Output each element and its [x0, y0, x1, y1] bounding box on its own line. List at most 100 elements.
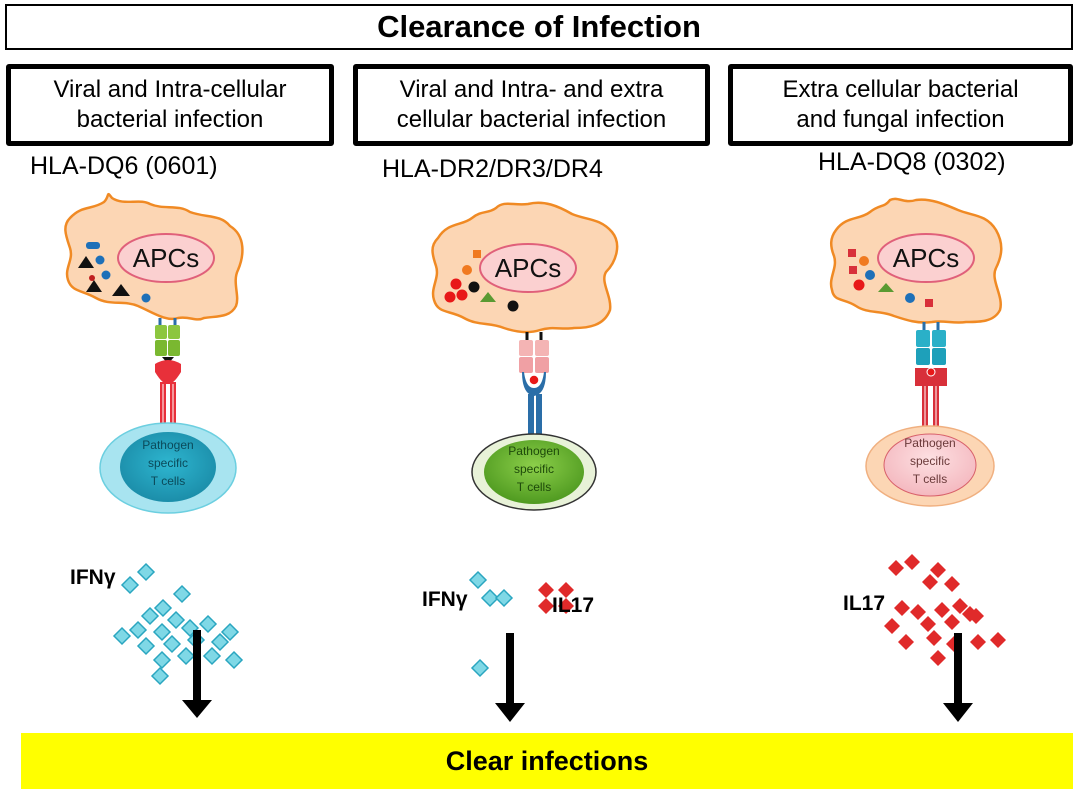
- ifng-molecule: [172, 584, 192, 604]
- il17-molecule: [968, 608, 984, 624]
- il17-molecule: [920, 616, 936, 632]
- tcell-label-line: T cells: [913, 472, 947, 486]
- ifng-molecule: [140, 606, 160, 626]
- il17-molecule: [910, 604, 926, 620]
- tcr-receptor: [155, 360, 181, 430]
- ifng-molecule: [112, 626, 132, 646]
- ifng-molecule: [210, 632, 230, 652]
- il17-molecule: [970, 634, 986, 650]
- t-cell: Pathogen specific T cells: [865, 425, 995, 507]
- mhc-receptor: [519, 332, 549, 386]
- ifng-molecule: [153, 598, 173, 618]
- ifng-molecule: [162, 634, 182, 654]
- category-line: cellular bacterial infection: [396, 106, 667, 133]
- ifng-molecule: [468, 570, 488, 590]
- il17-cytokine-cluster: [538, 582, 574, 614]
- il17-molecule: [558, 598, 574, 614]
- category-line: Viral and Intra-cellular: [53, 76, 287, 103]
- ifng-cytokine-cluster: [468, 570, 514, 678]
- il17-molecule: [884, 618, 900, 634]
- il17-molecule: [934, 602, 950, 618]
- il17-molecule: [904, 554, 920, 570]
- t-cell: Pathogen specific T cells: [99, 422, 237, 514]
- tcell-label-line: T cells: [517, 480, 551, 494]
- cytokine-label-ifng: IFNγ: [70, 566, 116, 589]
- tcell-label-line: specific: [514, 462, 554, 476]
- il17-molecule: [538, 582, 554, 598]
- category-line: Extra cellular bacterial: [782, 76, 1019, 103]
- cytokine-label-il17: IL17: [843, 592, 886, 615]
- il17-molecule: [944, 614, 960, 630]
- il17-molecule: [930, 562, 946, 578]
- il17-cytokine-cluster: [884, 554, 1006, 666]
- diagram-title: Clearance of Infection: [5, 4, 1073, 50]
- panel-2: APCs Pathogen: [431, 201, 619, 678]
- ifng-molecule: [120, 575, 140, 595]
- ifng-molecule: [152, 650, 172, 670]
- hla-label-dq6: HLA-DQ6 (0601): [30, 152, 218, 180]
- ifng-molecule: [150, 666, 170, 686]
- il17-molecule: [538, 598, 554, 614]
- tcell-label-line: Pathogen: [142, 438, 193, 452]
- ifng-molecule: [128, 620, 148, 640]
- ifng-molecule: [166, 610, 186, 630]
- category-box-extracellular-fungal: Extra cellular bacterial and fungal infe…: [728, 64, 1073, 146]
- apc-nucleus: [117, 233, 215, 283]
- apc-nucleus: [479, 243, 577, 293]
- il17-molecule: [990, 632, 1006, 648]
- apc-label: APCs: [893, 243, 959, 273]
- tcell-label-line: Pathogen: [508, 444, 559, 458]
- ifng-molecule: [136, 636, 156, 656]
- panel-3: APCs: [829, 197, 1006, 666]
- il17-molecule: [888, 560, 904, 576]
- tcell-label-line: specific: [148, 456, 188, 470]
- ifng-molecule: [202, 646, 222, 666]
- il17-molecule: [558, 582, 574, 598]
- ifng-molecule: [220, 622, 240, 642]
- apc-label: APCs: [495, 253, 561, 283]
- category-box-viral-intra-extra: Viral and Intra- and extra cellular bact…: [353, 64, 710, 146]
- tcell-label-line: specific: [910, 454, 950, 468]
- ifng-molecule: [480, 588, 500, 608]
- il17-molecule: [922, 574, 938, 590]
- outcome-bar: Clear infections: [21, 733, 1073, 789]
- ifng-molecule: [224, 650, 244, 670]
- apc-nucleus: [877, 233, 975, 283]
- category-line: bacterial infection: [76, 106, 264, 133]
- mhc-receptor: [916, 322, 946, 365]
- apc-label: APCs: [133, 243, 199, 273]
- tcell-label-line: Pathogen: [904, 436, 955, 450]
- cytokine-label-ifng: IFNγ: [422, 588, 468, 611]
- arrow-down-icon: [495, 633, 525, 722]
- panel-1: APCs: [64, 192, 244, 686]
- category-line: Viral and Intra- and extra: [399, 76, 664, 103]
- ifng-molecule: [176, 646, 196, 666]
- mhc-receptor: [155, 318, 180, 364]
- il17-molecule: [930, 650, 946, 666]
- arrow-down-icon: [943, 633, 973, 722]
- hla-label-dq8: HLA-DQ8 (0302): [818, 148, 1006, 176]
- antigen-particles: [444, 250, 519, 312]
- outcome-label: Clear infections: [445, 745, 649, 776]
- antigen-particles: [848, 249, 933, 307]
- ifng-molecule: [152, 622, 172, 642]
- cytokine-label-il17: IL17: [552, 594, 595, 617]
- category-line: and fungal infection: [796, 106, 1005, 133]
- il17-molecule: [926, 630, 942, 646]
- ifng-molecule: [198, 614, 218, 634]
- ifng-molecule: [136, 562, 156, 582]
- tcell-label-line: T cells: [151, 474, 185, 488]
- ifng-cytokine-cluster: [112, 562, 244, 686]
- ifng-molecule: [494, 588, 514, 608]
- il17-molecule: [898, 634, 914, 650]
- tcr-receptor: [522, 372, 546, 444]
- t-cell: Pathogen specific T cells: [471, 433, 597, 511]
- il17-molecule: [944, 576, 960, 592]
- ifng-molecule: [470, 658, 490, 678]
- category-box-viral-intracellular: Viral and Intra-cellular bacterial infec…: [6, 64, 334, 146]
- antigen-particles: [78, 242, 151, 303]
- il17-molecule: [952, 598, 968, 614]
- il17-molecule: [894, 600, 910, 616]
- hla-label-dr: HLA-DR2/DR3/DR4: [382, 155, 603, 183]
